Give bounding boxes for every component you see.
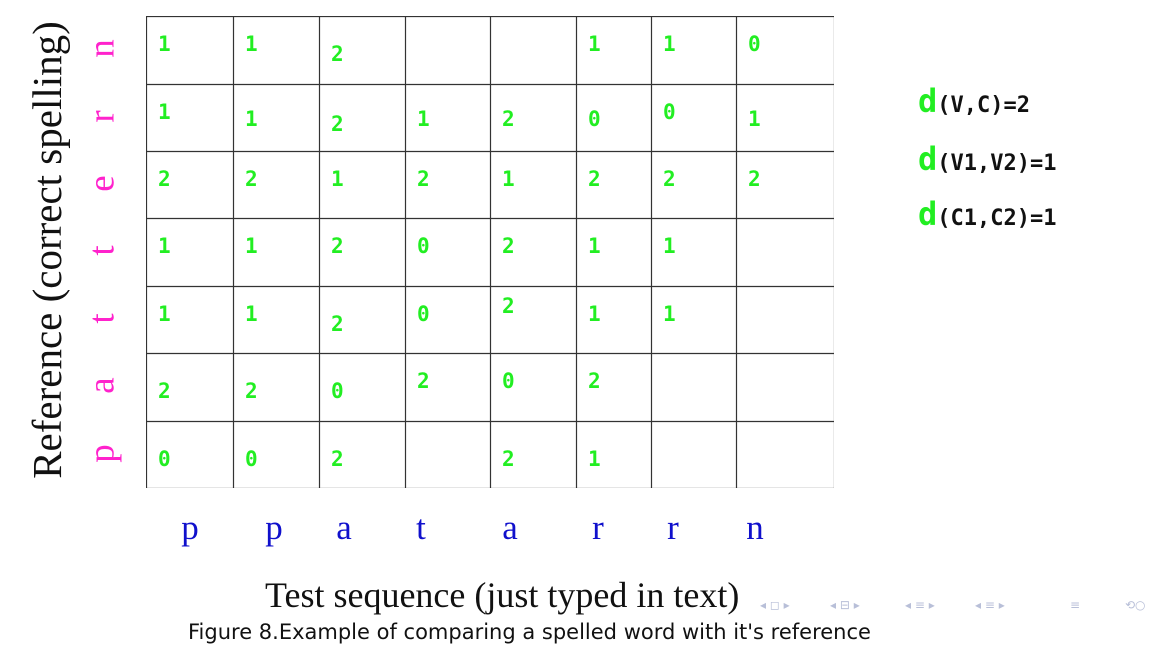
reference-letter: n [81, 39, 123, 58]
test-letter: p [181, 508, 199, 547]
nav-subsection-icon[interactable]: ◂ ≡ ▸ [975, 598, 1005, 612]
figure-caption: Figure 8.Example of comparing a spelled … [188, 620, 871, 644]
grid-cell-value: 2 [245, 379, 258, 403]
distance-symbol: d [918, 140, 938, 178]
grid-cell-value: 0 [502, 369, 515, 393]
grid-cell-value: 1 [748, 107, 761, 131]
distance-args: (C1,C2)=1 [937, 206, 1057, 231]
nav-prev-icon[interactable]: ◂ ◻ ▸ [760, 598, 790, 612]
grid-cell-value: 2 [331, 447, 344, 471]
grid-cell-value: 1 [417, 107, 430, 131]
grid-cell-value: 2 [502, 447, 515, 471]
grid-cell-value: 2 [417, 369, 430, 393]
grid-lines [146, 16, 834, 488]
distance-entry: d(C1,C2)=1 [918, 195, 1056, 233]
grid-cell-value: 2 [417, 167, 430, 191]
grid-cell-value: 2 [331, 42, 344, 66]
grid-cell-value: 0 [331, 379, 344, 403]
grid-cell-value: 1 [588, 234, 601, 258]
distance-symbol: d [918, 82, 938, 120]
grid-cell-value: 2 [663, 167, 676, 191]
grid-cell-value: 0 [245, 447, 258, 471]
grid-cell-value: 2 [502, 107, 515, 131]
grid-cell-value: 1 [663, 234, 676, 258]
distance-symbol: d [918, 195, 938, 233]
grid-cell-value: 1 [158, 100, 171, 124]
y-axis-label-text: Reference (correct spelling) [24, 21, 70, 479]
nav-search-icon[interactable]: ⟲○ [1125, 598, 1146, 612]
grid-cell-value: 0 [663, 100, 676, 124]
distance-entry: d(V,C)=2 [918, 82, 1030, 120]
grid-cell-value: 1 [245, 234, 258, 258]
test-letter: a [502, 508, 518, 547]
reference-letter: r [81, 109, 123, 123]
reference-letter: e [81, 174, 123, 192]
grid-cell-value: 2 [748, 167, 761, 191]
grid-cell-value: 2 [331, 312, 344, 336]
grid-cell-value: 1 [663, 32, 676, 56]
grid-cell-value: 1 [158, 302, 171, 326]
grid-cell-value: 2 [502, 294, 515, 318]
grid-cell-value: 0 [158, 447, 171, 471]
grid-cell-value: 1 [245, 32, 258, 56]
grid-cell-value: 2 [331, 112, 344, 136]
grid-cell-value: 0 [417, 234, 430, 258]
distance-grid: 1 1 2 1 1 0 1 1 2 1 2 0 0 1 2 2 1 2 1 2 2 2 1 1 2 0 2 1 1 1 1 2 0 2 1 1 2 2 0 2… [146, 16, 834, 488]
slide-navigation-bar[interactable]: ◂ ◻ ▸ ◂ ⊟ ▸ ◂ ≡ ▸ ◂ ≡ ▸ ≡ ⟲○ [760, 598, 1155, 618]
reference-letter: t [81, 312, 123, 324]
grid-cell-value: 1 [245, 302, 258, 326]
reference-letter: a [81, 377, 123, 394]
test-letter: r [667, 508, 679, 547]
distance-args: (V1,V2)=1 [937, 151, 1057, 176]
grid-cell-value: 2 [245, 167, 258, 191]
distance-entry: d(V1,V2)=1 [918, 140, 1056, 178]
grid-cell-value: 0 [588, 107, 601, 131]
grid-cell-value: 2 [588, 369, 601, 393]
nav-section-icon[interactable]: ◂ ≡ ▸ [905, 598, 935, 612]
grid-cell-value: 1 [245, 107, 258, 131]
grid-cell-value: 1 [158, 234, 171, 258]
test-letter: t [416, 508, 426, 547]
grid-cell-value: 2 [158, 167, 171, 191]
nav-frame-icon[interactable]: ◂ ⊟ ▸ [830, 598, 860, 612]
grid-cell-value: 1 [331, 167, 344, 191]
grid-cell-value: 2 [588, 167, 601, 191]
reference-letter: p [81, 443, 123, 463]
grid-cell-value: 1 [588, 32, 601, 56]
grid-cell-value: 0 [417, 302, 430, 326]
test-letter: n [746, 508, 764, 547]
distance-args: (V,C)=2 [937, 93, 1030, 118]
test-letter: p [265, 508, 283, 547]
grid-cell-value: 2 [502, 234, 515, 258]
grid-cell-value: 0 [748, 32, 761, 56]
x-axis-label: Test sequence (just typed in text) [265, 575, 740, 615]
grid-cell-value: 1 [502, 167, 515, 191]
test-letter: r [592, 508, 604, 547]
grid-cell-value: 2 [158, 379, 171, 403]
test-letter: a [336, 508, 352, 547]
reference-letter: t [81, 245, 123, 256]
grid-cell-value: 1 [663, 302, 676, 326]
grid-cell-value: 1 [588, 302, 601, 326]
grid-cell-value: 2 [331, 234, 344, 258]
grid-cell-value: 1 [588, 447, 601, 471]
nav-menu-icon[interactable]: ≡ [1070, 598, 1081, 612]
grid-cell-value: 1 [158, 32, 171, 56]
